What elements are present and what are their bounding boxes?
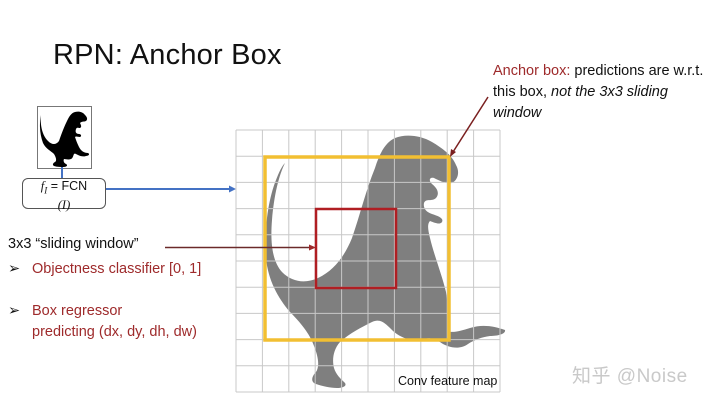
anchor-box bbox=[263, 155, 451, 342]
fcn-f-symbol: f bbox=[40, 179, 45, 193]
anchor-pointer-arrow-head-icon bbox=[450, 149, 456, 157]
dinosaur-silhouette-gray bbox=[265, 135, 506, 388]
slide-title: RPN: Anchor Box bbox=[53, 39, 282, 71]
anchor-box-pointer bbox=[452, 96, 489, 153]
arrow-head-icon bbox=[229, 185, 236, 193]
sliding-window-box bbox=[314, 207, 398, 290]
bullet-text-block: Box regressor predicting (dx, dy, dh, dw) bbox=[32, 301, 197, 343]
bullet-text-line-2: predicting (dx, dy, dh, dw) bbox=[32, 324, 197, 340]
bullet-objectness: ➢ Objectness classifier [0, 1] bbox=[8, 259, 201, 280]
fcn-subscript: I bbox=[44, 185, 48, 196]
watermark: 知乎 @Noise bbox=[572, 366, 688, 387]
anchor-box-label: Anchor box: bbox=[493, 63, 571, 79]
bullet-arrow-icon: ➢ bbox=[8, 303, 21, 319]
input-image bbox=[37, 106, 92, 169]
fcn-argument: (I) bbox=[57, 197, 71, 212]
anchor-box-emphasis: not the 3x3 sliding window bbox=[493, 84, 668, 121]
feature-map-grid bbox=[235, 129, 501, 393]
fcn-equals: = FCN bbox=[47, 179, 88, 193]
bullet-arrow-icon: ➢ bbox=[8, 261, 21, 277]
fcn-formula: fI = FCN bbox=[23, 179, 105, 198]
fcn-box: fI = FCN (I) bbox=[22, 178, 106, 212]
dinosaur-silhouette-icon bbox=[39, 111, 90, 167]
bullet-text: Objectness classifier [0, 1] bbox=[32, 261, 202, 277]
feature-map-caption: Conv feature map bbox=[398, 374, 498, 388]
bullet-text-line-1: Box regressor bbox=[32, 303, 123, 319]
anchor-box-note: Anchor box: predictions are w.r.t. this … bbox=[493, 61, 718, 124]
pointer-arrow-head-icon bbox=[309, 244, 316, 251]
sliding-window-label: 3x3 “sliding window” bbox=[8, 236, 139, 252]
anchor-box-text: predictions are w.r.t. this box, bbox=[493, 63, 704, 100]
bullet-box-regressor: ➢ Box regressor predicting (dx, dy, dh, dw… bbox=[8, 301, 197, 343]
